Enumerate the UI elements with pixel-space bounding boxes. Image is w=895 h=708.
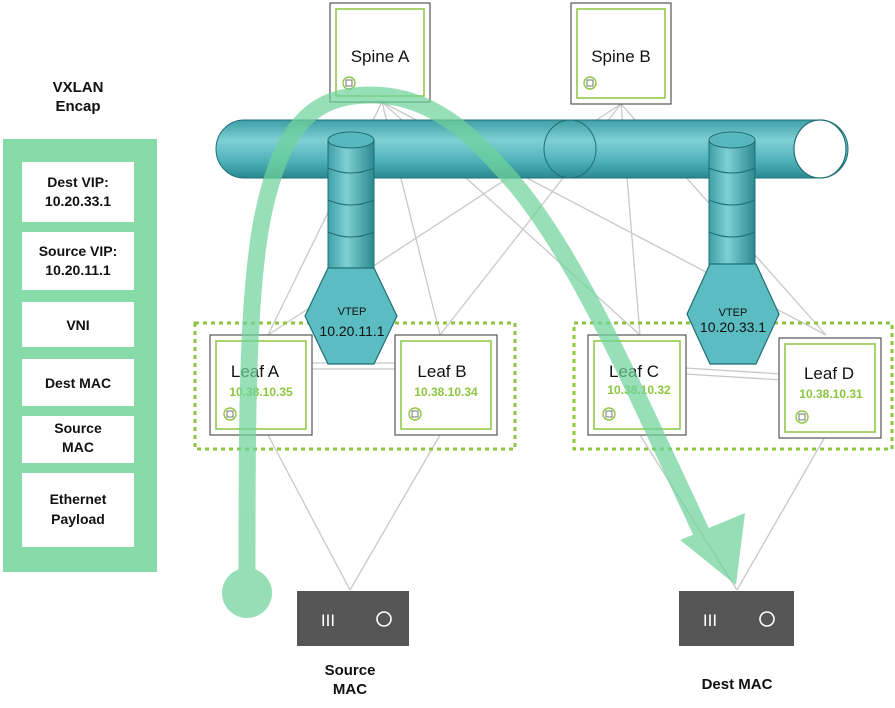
vtep-b: VTEP 10.20.33.1 [686,263,780,365]
vtep-label: VTEP [719,307,748,319]
encap-field-line2: 10.20.33.1 [45,193,111,209]
encap-field-line1: Ethernet [50,491,107,507]
encap-field-dest-mac: Dest MAC [22,359,134,406]
leaf-ip: 10.38.10.35 [229,385,293,399]
leaf-pair-group-cd [572,321,894,451]
flow-origin-dot [222,568,272,618]
leaf-label: Leaf D [804,364,854,383]
vendor-logo-icon [583,76,597,90]
vxlan-tunnel-drop-a [327,131,375,281]
leaf-ip: 10.38.10.31 [799,387,863,401]
encap-field-source-vip: Source VIP: 10.20.11.1 [22,232,134,290]
leaf-label: Leaf B [417,362,466,381]
leaf-a: Leaf A 10.38.10.35 [209,334,313,436]
encap-field-dest-vip: Dest VIP: 10.20.33.1 [22,162,134,222]
vtep-ip: 10.20.11.1 [319,323,384,339]
encap-field-source-mac: Source MAC [22,416,134,463]
encap-field-line1: Source VIP: [39,243,118,259]
encap-field-line2: MAC [62,439,94,455]
vendor-logo-icon [602,407,616,421]
encap-title-line2: Encap [55,98,100,115]
encap-field-line1: VNI [66,317,89,333]
leaf-b: Leaf B 10.38.10.34 [394,334,498,436]
source-host-label-line2: MAC [333,681,367,698]
vendor-logo-icon [408,407,422,421]
host-power-icon [759,611,775,627]
encap-field-line1: Dest VIP: [47,174,108,190]
spine-label: Spine A [351,47,410,66]
leaf-d: Leaf D 10.38.10.31 [778,337,882,439]
vendor-logo-icon [223,407,237,421]
host-port-glyph: III [703,611,717,630]
spine-a: Spine A [329,2,431,103]
host-port-glyph: III [321,611,335,630]
encap-field-line2: 10.20.11.1 [45,262,111,278]
spine-b: Spine B [570,2,672,105]
vtep-label: VTEP [338,306,367,318]
encap-field-line1: Source [54,420,102,436]
encap-field-vni: VNI [22,302,134,347]
source-host-label-line1: Source [325,662,376,679]
host-power-icon [376,611,392,627]
source-host: III [297,591,409,646]
encap-field-line1: Dest MAC [45,375,111,391]
dest-host: III [679,591,794,646]
dest-host-label: Dest MAC [702,676,773,693]
encap-field-ethernet-payload: Ethernet Payload [22,473,134,547]
encap-title-line1: VXLAN [53,79,104,96]
leaf-ip: 10.38.10.34 [414,385,478,399]
spine-label: Spine B [591,47,651,66]
flow-arrowhead [680,513,745,585]
vtep-ip: 10.20.33.1 [700,319,766,335]
vtep-a: VTEP 10.20.11.1 [304,267,398,365]
packet-flow-arrow [222,86,745,618]
vxlan-tunnel-drop-b [708,131,756,276]
encap-field-line2: Payload [51,511,105,527]
vendor-logo-icon [795,410,809,424]
